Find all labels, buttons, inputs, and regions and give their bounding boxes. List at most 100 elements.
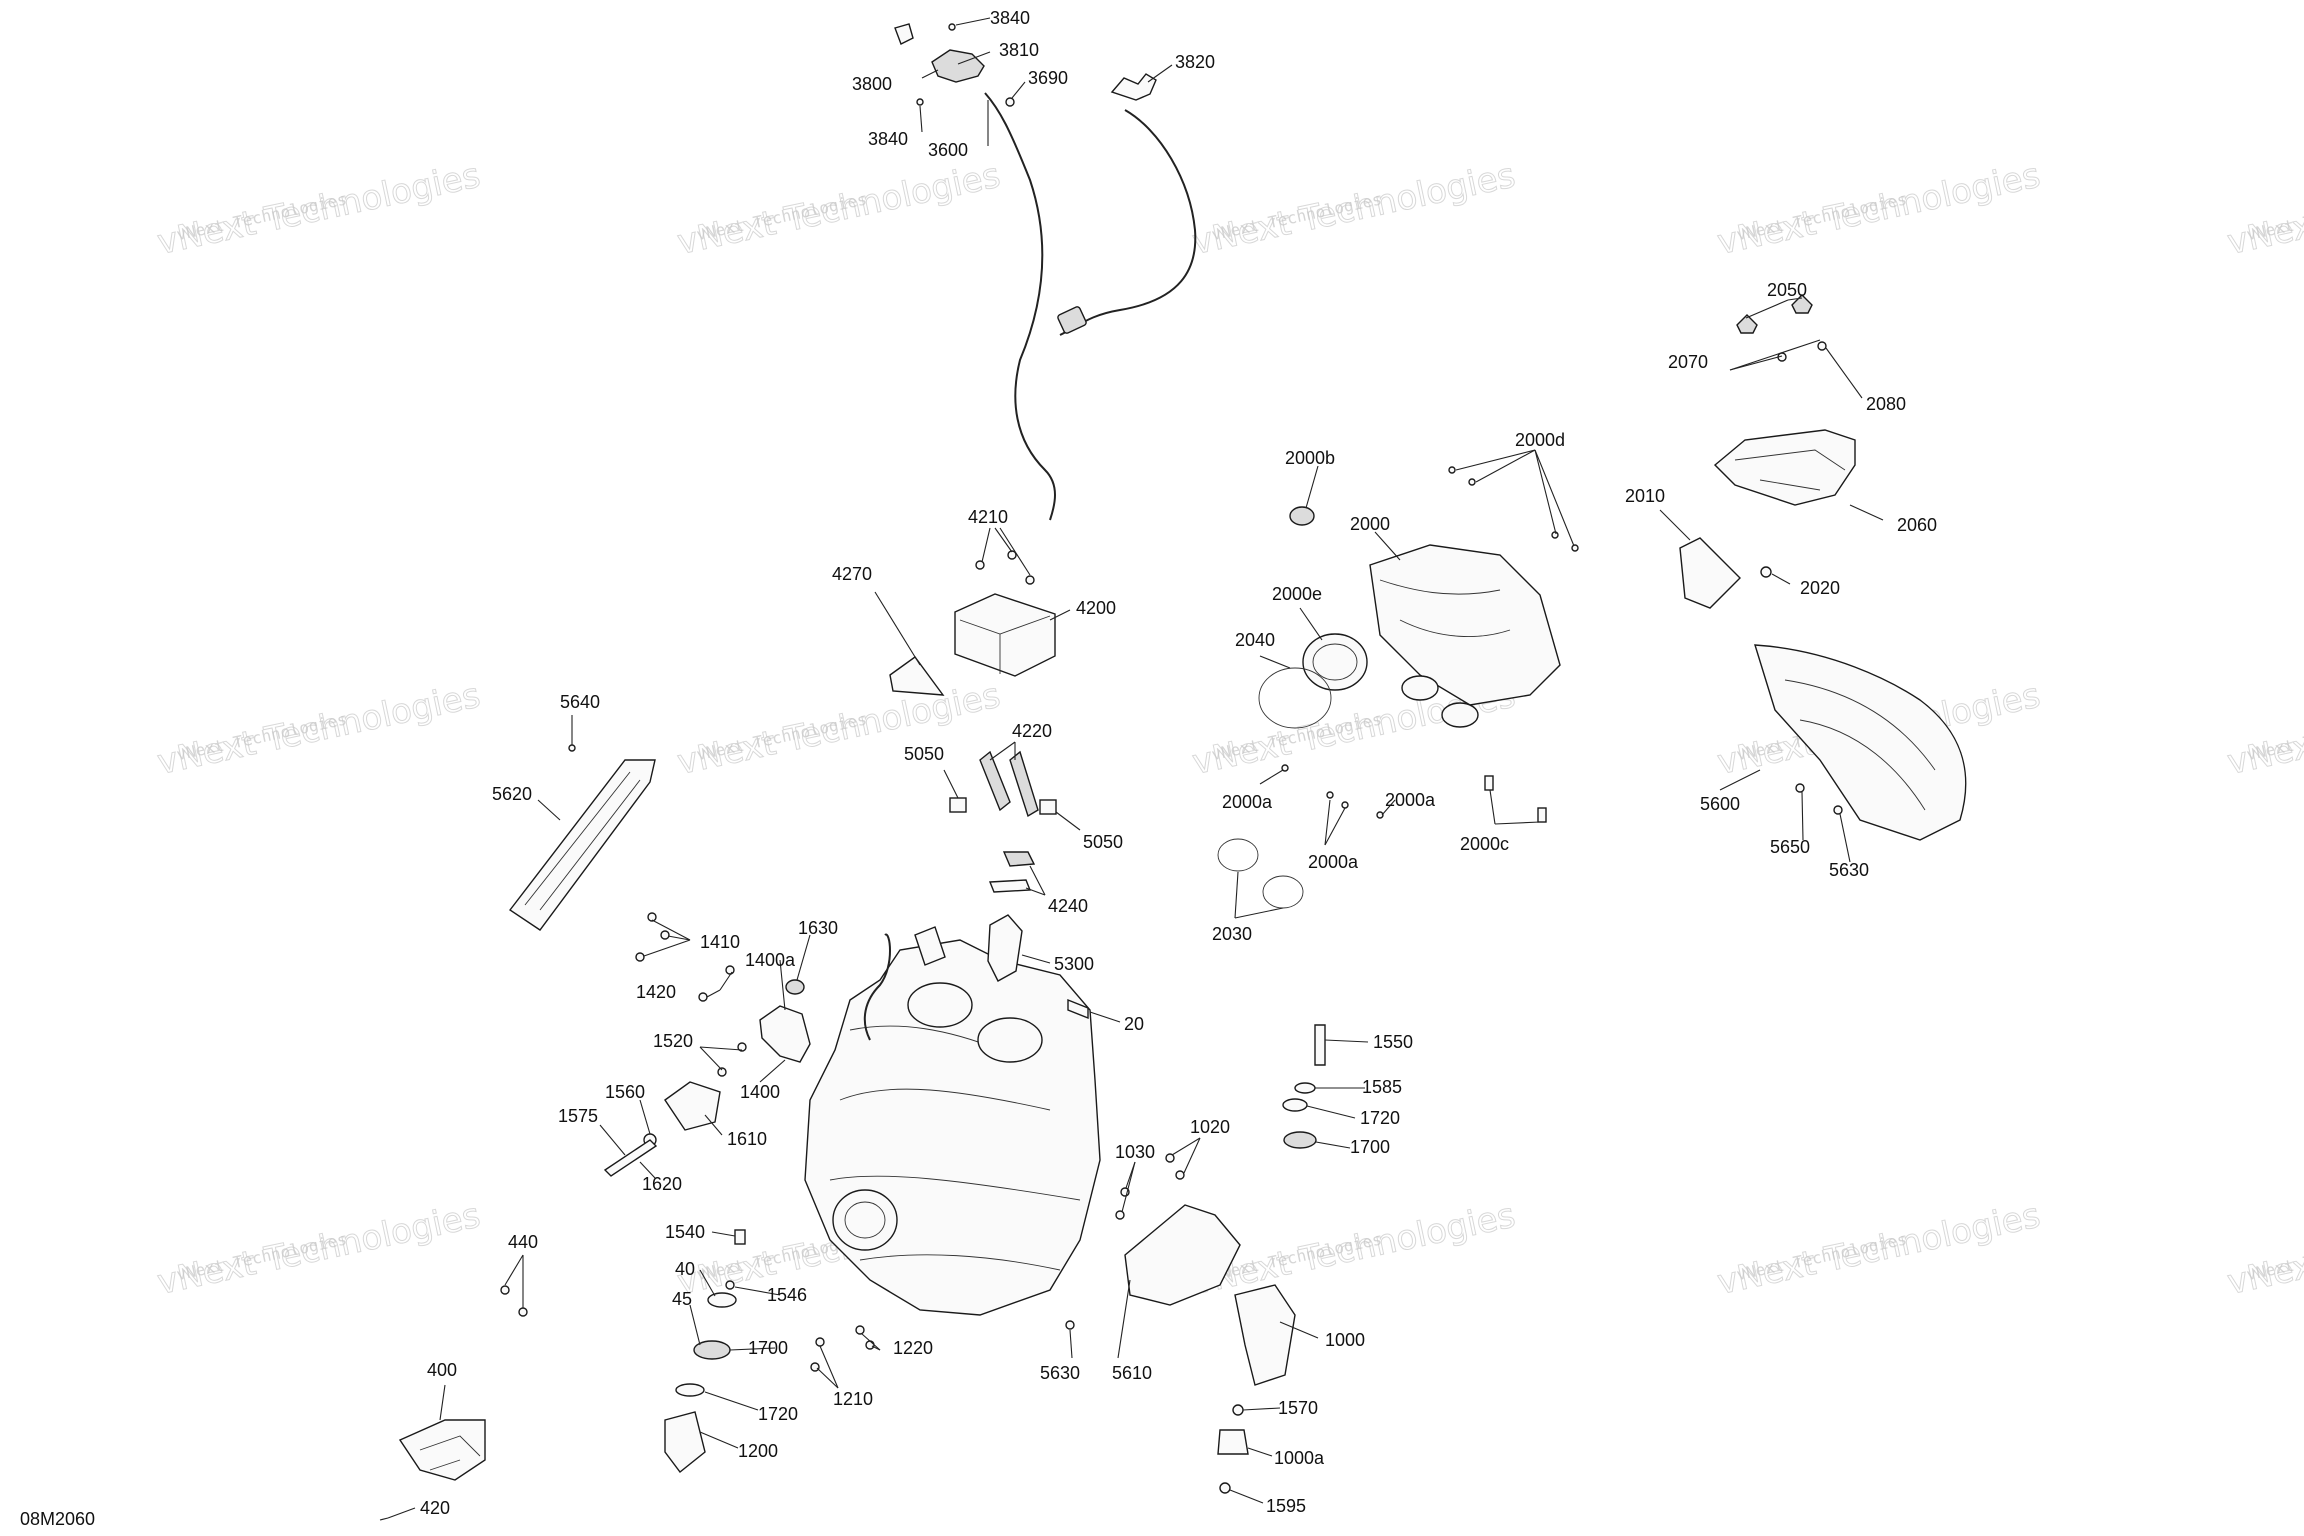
callout-1000a: 1000a (1274, 1448, 1325, 1468)
engine-hose (863, 933, 891, 1041)
nut-2000a-c (1341, 801, 1349, 809)
callout-1410: 1410 (700, 932, 740, 952)
callout-440: 440 (508, 1232, 538, 1252)
callout-2030: 2030 (1212, 924, 1252, 944)
callout-3600: 3600 (928, 140, 968, 160)
callout-1210: 1210 (833, 1389, 873, 1409)
mount-400-detail (419, 1435, 481, 1471)
callout-420: 420 (420, 1498, 450, 1518)
leader-lines (387, 17, 1884, 1519)
washer-5650 (1795, 783, 1805, 793)
callout-1585: 1585 (1362, 1077, 1402, 1097)
callout-1540: 1540 (665, 1222, 705, 1242)
nut-2000a-a (1281, 764, 1289, 772)
callout-5050-left: 5050 (904, 744, 944, 764)
callout-1610: 1610 (727, 1129, 767, 1149)
nut-2000a-d (1376, 811, 1384, 819)
plate-1610 (664, 1081, 721, 1131)
bolt-1020-a (1165, 1153, 1175, 1163)
bolt-1550 (1314, 1024, 1326, 1066)
engine-block (804, 914, 1101, 1316)
bolt-1540 (734, 1229, 746, 1245)
screw-4210-c (1025, 575, 1035, 585)
callout-2000d: 2000d (1515, 430, 1565, 450)
washer-1720-right (1282, 1098, 1308, 1112)
stud-2000c-b (1537, 807, 1547, 823)
callout-2000a-right: 2000a (1385, 790, 1436, 810)
heat-shield-right-group (1754, 644, 1967, 841)
callout-1570: 1570 (1278, 1398, 1318, 1418)
callout-1560: 1560 (605, 1082, 645, 1102)
callout-2080: 2080 (1866, 394, 1906, 414)
callout-1595: 1595 (1266, 1496, 1306, 1516)
callout-1000: 1000 (1325, 1330, 1365, 1350)
engine-cover-inner (844, 1201, 886, 1239)
bolt-420 (379, 1517, 389, 1521)
callout-1400a: 1400a (745, 950, 796, 970)
bolt-1620 (603, 1139, 658, 1177)
clip-4240-b (988, 879, 1032, 893)
callout-5600: 5600 (1700, 794, 1740, 814)
nut-2080 (1817, 341, 1827, 351)
ecu-4200 (954, 593, 1056, 677)
callout-1700-left: 1700 (748, 1338, 788, 1358)
heat-shield-left-group (508, 744, 656, 931)
fitting-3690 (1005, 97, 1015, 107)
mount-bottom-left-group (379, 1229, 875, 1521)
turbo-group (1217, 466, 1579, 909)
clip-4240-a (1002, 851, 1036, 867)
bolt-1020-b (1175, 1170, 1185, 1180)
callout-1200: 1200 (738, 1441, 778, 1461)
bracket-2060 (1713, 429, 1856, 506)
engine-detail-lines (829, 1025, 1081, 1271)
callout-2050: 2050 (1767, 280, 1807, 300)
nut-1520-b (717, 1067, 727, 1077)
callout-2000a-left: 2000a (1222, 792, 1273, 812)
callout-2000e: 2000e (1272, 584, 1322, 604)
callout-1030: 1030 (1115, 1142, 1155, 1162)
callout-20: 20 (1124, 1014, 1144, 1034)
screw-2000d-d (1571, 544, 1579, 552)
harness-clips-group (949, 750, 1057, 893)
callout-4200: 4200 (1076, 598, 1116, 618)
callout-4240: 4240 (1048, 896, 1088, 916)
washer-1720-left (675, 1383, 705, 1397)
screw-2000d-b (1468, 478, 1476, 486)
bracket-3810 (931, 49, 985, 83)
bolt-5630-right (1833, 805, 1843, 815)
callout-1720-left: 1720 (758, 1404, 798, 1424)
callout-3840-bottom: 3840 (868, 129, 908, 149)
washer-2020 (1760, 566, 1772, 578)
diagram-code: 08M2060 (20, 1509, 95, 1529)
bolt-1546 (725, 1280, 735, 1290)
callout-5300: 5300 (1054, 954, 1094, 974)
washer-1585 (1294, 1082, 1316, 1094)
callout-2020: 2020 (1800, 578, 1840, 598)
callout-1550: 1550 (1373, 1032, 1413, 1052)
watermark-big: vNext Technologies (2224, 1196, 2304, 1303)
callout-4210: 4210 (968, 507, 1008, 527)
engine-connector (914, 926, 946, 966)
callout-5630-bottom: 5630 (1040, 1363, 1080, 1383)
support-2010 (1679, 537, 1741, 609)
callout-1546: 1546 (767, 1285, 807, 1305)
clip-3800 (894, 23, 914, 45)
callout-5650: 5650 (1770, 837, 1810, 857)
callout-5620: 5620 (492, 784, 532, 804)
callout-2040: 2040 (1235, 630, 1275, 650)
ring-2040 (1258, 667, 1332, 729)
valve-cover-left (907, 982, 973, 1028)
cable-3600 (984, 92, 1056, 521)
throttle-cable-assembly (894, 23, 1197, 521)
bolt-1410-b (660, 930, 670, 940)
callout-3840-top: 3840 (990, 8, 1030, 28)
callout-5610: 5610 (1112, 1363, 1152, 1383)
callout-45: 45 (672, 1289, 692, 1309)
washer-1420-a (725, 965, 735, 975)
grommet-2050-b (1791, 294, 1813, 314)
callout-5050-right: 5050 (1083, 832, 1123, 852)
callout-1630: 1630 (798, 918, 838, 938)
callout-400: 400 (427, 1360, 457, 1380)
callout-5630-right: 5630 (1829, 860, 1869, 880)
callout-labels: 3840 3810 3800 3690 3840 3600 3820 4210 … (420, 8, 1937, 1518)
